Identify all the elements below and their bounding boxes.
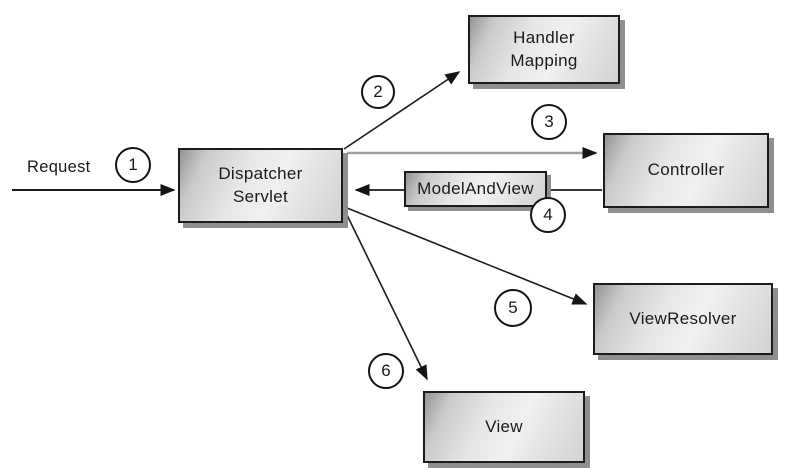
step-badge-2: 2 (361, 75, 395, 109)
arrow-5-dispatcher-to-viewresolver (346, 207, 588, 305)
box-controller-label: Controller (647, 160, 725, 180)
step-badge-3: 3 (531, 104, 567, 140)
step-badge-1: 1 (115, 147, 151, 183)
step-badge-6-number: 6 (381, 361, 391, 380)
step-badge-1-number: 1 (128, 155, 138, 174)
box-view-label: View (485, 416, 523, 436)
request-label: Request (27, 158, 91, 176)
box-model-and-view: ModelAndView (404, 171, 547, 207)
step-badge-2-number: 2 (373, 82, 383, 101)
box-view-resolver-label: ViewResolver (629, 308, 737, 328)
box-model-and-view-label: ModelAndView (417, 178, 534, 198)
box-dispatcher-servlet-label: Dispatcher Servlet (218, 164, 303, 206)
step-badge-4: 4 (530, 197, 566, 233)
box-controller: Controller (603, 133, 769, 208)
box-view: View (423, 391, 585, 463)
box-handler-mapping: Handler Mapping (468, 15, 620, 84)
step-badge-3-number: 3 (544, 112, 554, 131)
box-view-resolver: ViewResolver (593, 283, 773, 355)
box-dispatcher-servlet: Dispatcher Servlet (178, 148, 343, 223)
step-badge-5: 5 (494, 289, 532, 327)
arrow-2-dispatcher-to-handler-mapping (343, 71, 461, 150)
step-badge-6: 6 (368, 353, 404, 389)
arrow-6-dispatcher-to-view (346, 214, 428, 381)
step-badge-5-number: 5 (508, 298, 518, 317)
step-badge-4-number: 4 (543, 205, 553, 224)
box-handler-mapping-label: Handler Mapping (510, 28, 578, 70)
